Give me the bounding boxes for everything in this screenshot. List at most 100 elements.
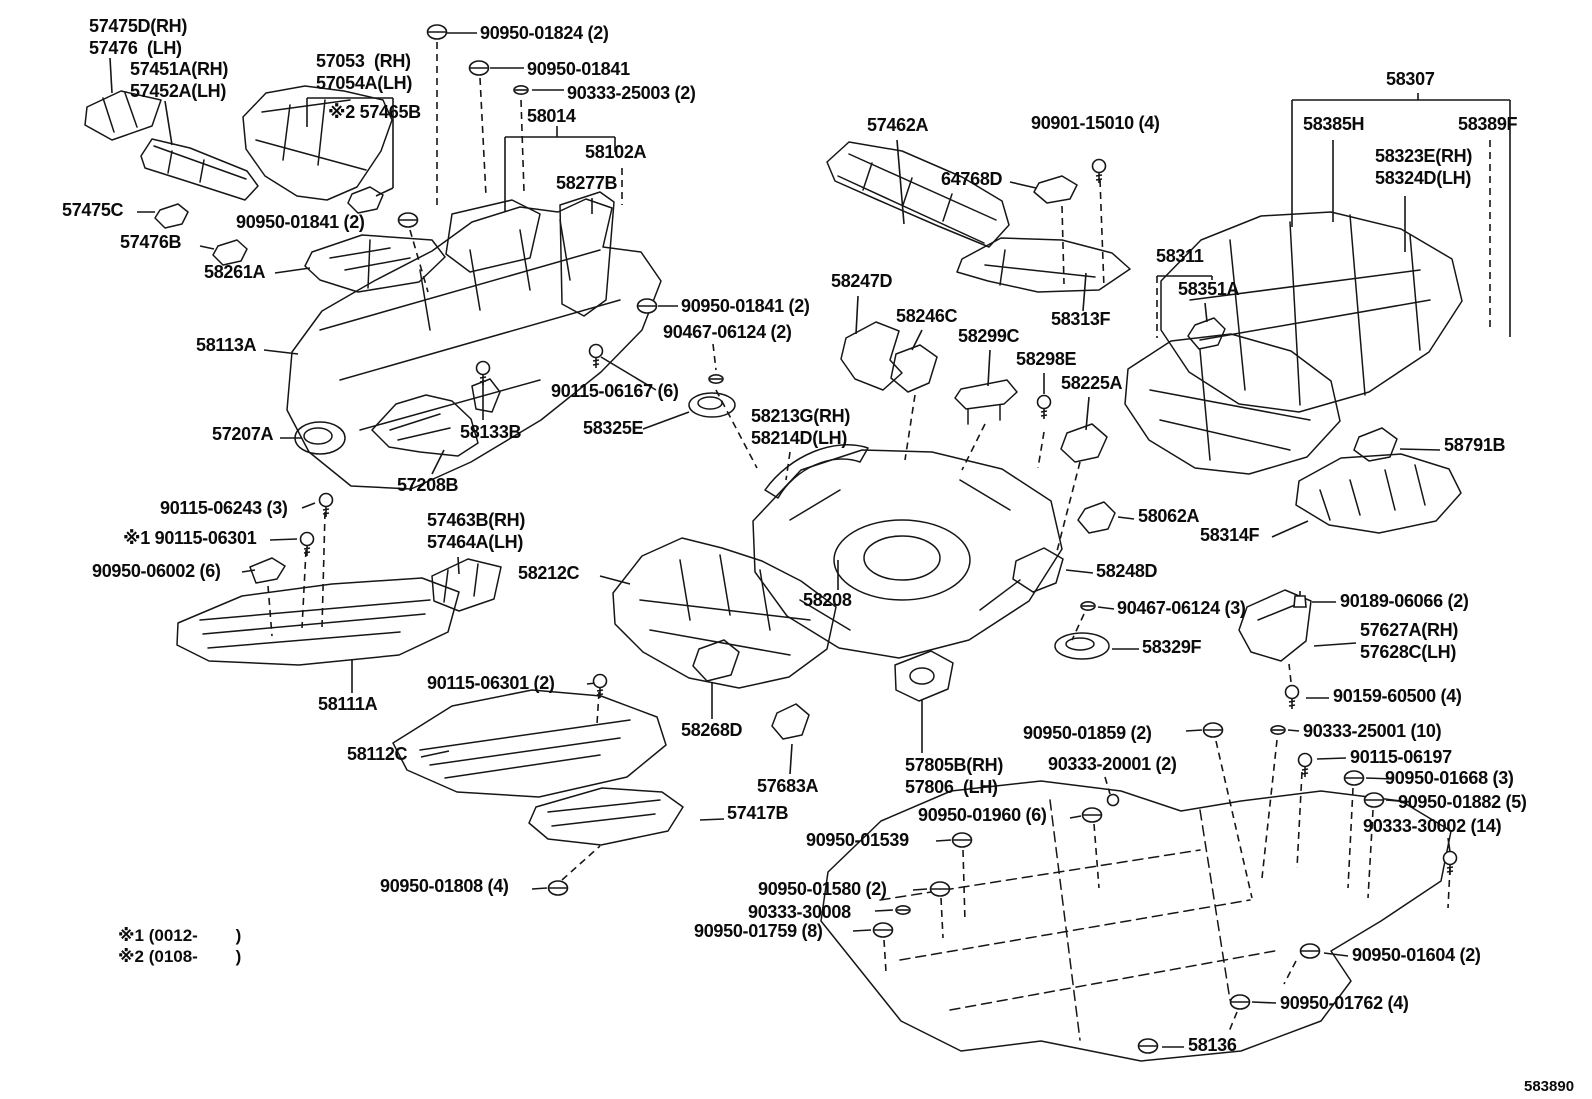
part-number-label[interactable]: 90467-06124 (3) <box>1117 598 1246 618</box>
grommet-fastener-icon <box>1299 943 1321 959</box>
part-number-label[interactable]: 90950-01604 (2) <box>1352 945 1481 965</box>
part-number-label[interactable]: 90467-06124 (2) <box>663 322 792 342</box>
part-number-label[interactable]: 90333-25001 (10) <box>1303 721 1442 741</box>
part-number-label[interactable]: 57462A <box>867 115 929 135</box>
bolt-fastener-icon <box>318 492 334 517</box>
bolt-fastener-icon <box>588 343 604 368</box>
part-number-label[interactable]: 58247D <box>831 271 893 291</box>
part-number-label[interactable]: 90333-20001 (2) <box>1048 754 1177 774</box>
part-number-label[interactable]: 58014 <box>527 106 576 126</box>
part-number-label[interactable]: 58212C <box>518 563 580 583</box>
part-number-label[interactable]: 58248D <box>1096 561 1158 581</box>
part-number-label[interactable]: 90950-01824 (2) <box>480 23 609 43</box>
grommet-fastener-icon <box>636 298 658 314</box>
part-number-label[interactable]: 58111A <box>318 694 378 714</box>
production-date-note: ※1 (0012- ) <box>118 926 242 945</box>
part-number-label[interactable]: 58214D(LH) <box>751 428 848 448</box>
part-number-label[interactable]: 58213G(RH) <box>751 406 851 426</box>
screw-fastener-icon <box>1080 601 1096 611</box>
part-number-label[interactable]: ※2 57465B <box>328 102 421 122</box>
part-number-label[interactable]: 58208 <box>803 590 852 610</box>
part-number-label[interactable]: 58268D <box>681 720 743 740</box>
grommet-fastener-icon <box>426 24 448 40</box>
part-number-label[interactable]: 90159-60500 (4) <box>1333 686 1462 706</box>
part-number-label[interactable]: 58791B <box>1444 435 1506 455</box>
grommet-fastener-icon <box>1343 770 1365 786</box>
part-number-label[interactable]: 90950-01762 (4) <box>1280 993 1409 1013</box>
part-number-label[interactable]: 58062A <box>1138 506 1200 526</box>
part-number-label[interactable]: 57207A <box>212 424 274 444</box>
part-number-label[interactable]: 57464A(LH) <box>427 532 524 552</box>
part-number-label[interactable]: 58225A <box>1061 373 1123 393</box>
part-number-label[interactable]: 57475D(RH) <box>89 16 188 36</box>
part-number-label[interactable]: 57054A(LH) <box>316 73 413 93</box>
part-number-label[interactable]: 57476 (LH) <box>89 38 182 58</box>
grommet-fastener-icon <box>872 922 894 938</box>
part-number-label[interactable]: 90950-01841 (2) <box>236 212 365 232</box>
part-number-label[interactable]: 57208B <box>397 475 459 495</box>
part-number-label[interactable]: 57417B <box>727 803 789 823</box>
part-number-label[interactable]: 58323E(RH) <box>1375 146 1473 166</box>
part-number-label[interactable]: 90950-01960 (6) <box>918 805 1047 825</box>
part-number-label[interactable]: 58389F <box>1458 114 1518 134</box>
part-number-label[interactable]: 58325E <box>583 418 644 438</box>
part-number-label[interactable]: 58324D(LH) <box>1375 168 1472 188</box>
part-number-label[interactable]: 57476B <box>120 232 182 252</box>
part-number-label[interactable]: 57463B(RH) <box>427 510 526 530</box>
part-number-label[interactable]: 57452A(LH) <box>130 81 227 101</box>
part-outlines <box>84 85 1463 1062</box>
part-number-label[interactable]: 58102A <box>585 142 647 162</box>
part-number-label[interactable]: 90115-06301 (2) <box>427 673 555 693</box>
part-number-label[interactable]: ※1 90115-06301 <box>123 528 257 548</box>
part-number-label[interactable]: 57683A <box>757 776 819 796</box>
part-number-label[interactable]: 57806 (LH) <box>905 777 998 797</box>
part-number-label[interactable]: 90115-06197 <box>1350 747 1452 767</box>
bolt-fastener-icon <box>299 531 315 556</box>
grommet-fastener-icon <box>468 60 490 76</box>
part-number-label[interactable]: 58311 <box>1156 246 1204 266</box>
part-number-label[interactable]: 58261A <box>204 262 266 282</box>
part-number-label[interactable]: 58113A <box>196 335 257 355</box>
screw-fastener-icon <box>708 374 724 384</box>
part-number-label[interactable]: 90950-01841 <box>527 59 630 79</box>
part-number-label[interactable]: 58133B <box>460 422 522 442</box>
part-number-label[interactable]: 58136 <box>1188 1035 1237 1055</box>
part-number-label[interactable]: 90950-06002 (6) <box>92 561 221 581</box>
part-number-label[interactable]: 90901-15010 (4) <box>1031 113 1160 133</box>
part-number-label[interactable]: 57475C <box>62 200 124 220</box>
part-number-label[interactable]: 58112C <box>347 744 408 764</box>
bolt-fastener-icon <box>1284 684 1300 709</box>
part-number-label[interactable]: 90333-25003 (2) <box>567 83 696 103</box>
part-number-label[interactable]: 90950-01859 (2) <box>1023 723 1152 743</box>
part-number-label[interactable]: 90950-01668 (3) <box>1385 768 1514 788</box>
part-number-label[interactable]: 58351A <box>1178 279 1240 299</box>
part-number-label[interactable]: 58298E <box>1016 349 1077 369</box>
part-number-label[interactable]: 64768D <box>941 169 1003 189</box>
part-number-label[interactable]: 58314F <box>1200 525 1260 545</box>
part-number-label[interactable]: 90950-01759 (8) <box>694 921 823 941</box>
part-number-label[interactable]: 57053 (RH) <box>316 51 411 71</box>
part-number-label[interactable]: 57627A(RH) <box>1360 620 1459 640</box>
part-number-label[interactable]: 90950-01882 (5) <box>1398 792 1527 812</box>
grommet-fastener-icon <box>951 832 973 848</box>
part-number-label[interactable]: 58307 <box>1386 69 1435 89</box>
screw-fastener-icon <box>895 905 911 915</box>
part-number-label[interactable]: 90950-01808 (4) <box>380 876 509 896</box>
part-number-label[interactable]: 90333-30008 <box>748 902 851 922</box>
part-number-label[interactable]: 90189-06066 (2) <box>1340 591 1469 611</box>
part-number-label[interactable]: 90115-06167 (6) <box>551 381 679 401</box>
part-number-label[interactable]: 90115-06243 (3) <box>160 498 288 518</box>
part-number-label[interactable]: 90950-01841 (2) <box>681 296 810 316</box>
part-number-label[interactable]: 57451A(RH) <box>130 59 229 79</box>
part-number-label[interactable]: 58246C <box>896 306 958 326</box>
part-number-label[interactable]: 58329F <box>1142 637 1202 657</box>
part-number-label[interactable]: 90333-30002 (14) <box>1363 816 1502 836</box>
part-number-label[interactable]: 58277B <box>556 173 618 193</box>
part-number-label[interactable]: 90950-01539 <box>806 830 909 850</box>
part-number-label[interactable]: 58385H <box>1303 114 1365 134</box>
part-number-label[interactable]: 58313F <box>1051 309 1111 329</box>
part-number-label[interactable]: 57628C(LH) <box>1360 642 1457 662</box>
part-number-label[interactable]: 90950-01580 (2) <box>758 879 887 899</box>
part-number-label[interactable]: 57805B(RH) <box>905 755 1004 775</box>
part-number-label[interactable]: 58299C <box>958 326 1020 346</box>
